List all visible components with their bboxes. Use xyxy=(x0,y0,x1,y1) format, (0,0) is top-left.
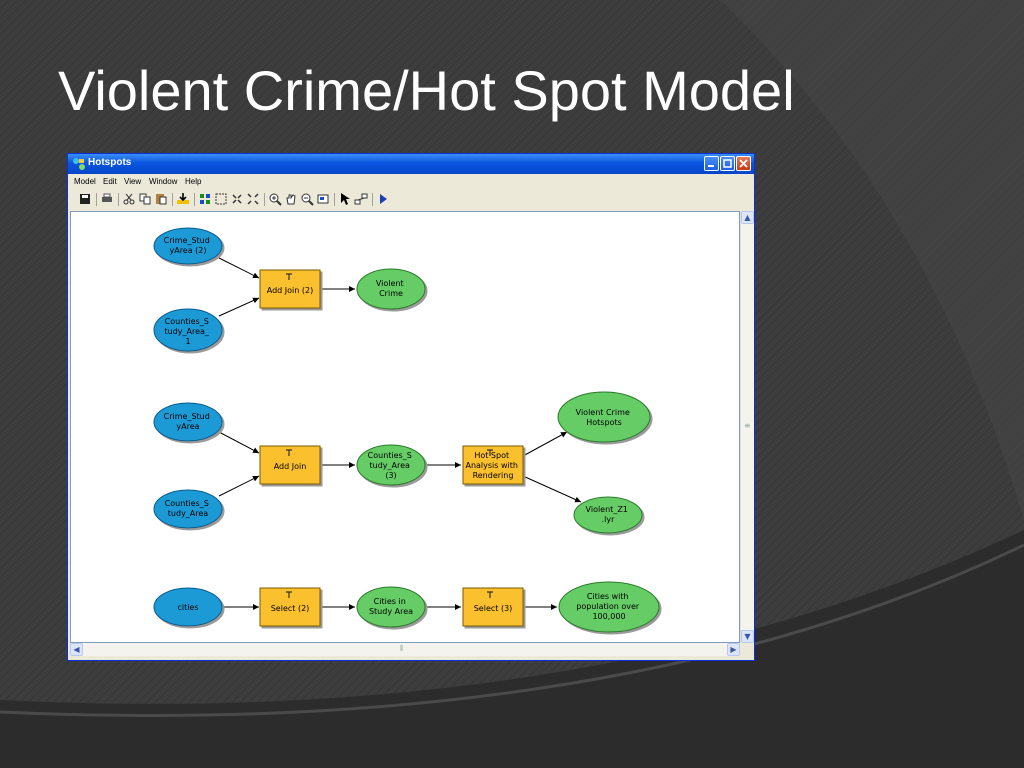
input-node-label: Crime_Stud yArea xyxy=(164,412,213,431)
input-node[interactable] xyxy=(153,489,223,529)
slide-title: Violent Crime/Hot Spot Model xyxy=(58,59,795,122)
scroll-right-button[interactable]: ▶ xyxy=(727,643,740,656)
input-node[interactable] xyxy=(153,227,223,265)
vertical-scrollbar[interactable]: ▲ ≡ ▼ xyxy=(740,211,754,643)
scroll-grip-icon: ≡ xyxy=(744,421,751,430)
menu-view[interactable]: View xyxy=(124,177,142,186)
connector xyxy=(522,431,568,457)
maximize-icon xyxy=(723,159,732,168)
input-node-label: Counties_S tudy_Area xyxy=(165,499,212,518)
tool-node-label: Select (2) xyxy=(271,604,310,613)
output-node-label: Violent Crime Hotspots xyxy=(576,408,633,427)
copy-icon[interactable] xyxy=(138,192,152,206)
output-node[interactable] xyxy=(356,268,426,310)
tool-node[interactable] xyxy=(462,445,524,485)
hammer-icon xyxy=(487,591,493,598)
add-data-icon[interactable] xyxy=(176,192,190,206)
zoom-out-icon[interactable] xyxy=(300,192,314,206)
scroll-grip-icon: ⦀ xyxy=(400,644,404,653)
close-button[interactable] xyxy=(736,156,751,171)
minimize-button[interactable] xyxy=(704,156,719,171)
connector xyxy=(218,475,260,497)
tool-node-label: Hot Spot Analysis with Rendering xyxy=(465,451,520,480)
menu-window[interactable]: Window xyxy=(149,177,178,186)
menu-help[interactable]: Help xyxy=(185,177,202,186)
tool-node[interactable] xyxy=(462,587,524,627)
intermediate-node-label: Counties_S tudy_Area (3) xyxy=(368,451,415,480)
tool-node-label: Add Join (2) xyxy=(267,286,313,295)
connector xyxy=(218,257,260,279)
zoom-in-icon[interactable] xyxy=(268,192,282,206)
connector xyxy=(522,475,582,503)
tool-node-label: Select (3) xyxy=(474,604,513,613)
minimize-icon xyxy=(708,165,714,167)
input-node-label: Counties_S tudy_Area_ 1 xyxy=(165,317,212,346)
tool-node-label: Add Join xyxy=(274,462,307,471)
save-icon[interactable] xyxy=(78,192,92,206)
hotspots-window: Hotspots Model Edit View Window Help xyxy=(67,153,755,661)
horizontal-scrollbar[interactable]: ◀ ⦀ ▶ xyxy=(70,643,740,656)
tool-node[interactable] xyxy=(259,269,321,309)
input-node[interactable] xyxy=(153,308,223,352)
connector xyxy=(218,297,260,317)
intermediate-node-label: Cities in Study Area xyxy=(369,597,413,616)
hammer-icon xyxy=(286,591,292,598)
model-builder-icon xyxy=(73,158,85,170)
auto-layout-icon[interactable] xyxy=(198,192,212,206)
input-node[interactable] xyxy=(153,587,223,627)
scroll-up-button[interactable]: ▲ xyxy=(741,211,754,224)
output-node[interactable] xyxy=(573,496,643,534)
model-canvas[interactable]: Crime_Stud yArea (2) Counties_S tudy_Are… xyxy=(70,211,740,643)
scroll-down-button[interactable]: ▼ xyxy=(741,630,754,643)
model-diagram: Crime_Stud yArea (2) Counties_S tudy_Are… xyxy=(153,227,660,633)
print-icon[interactable] xyxy=(100,192,114,206)
output-node[interactable] xyxy=(558,581,660,633)
menu-model[interactable]: Model xyxy=(74,177,96,186)
window-titlebar[interactable]: Hotspots xyxy=(68,154,754,174)
overview-icon[interactable] xyxy=(316,192,330,206)
pan-icon[interactable] xyxy=(284,192,298,206)
menu-edit[interactable]: Edit xyxy=(103,177,117,186)
input-node-label: cities xyxy=(177,603,198,612)
close-icon xyxy=(739,159,748,168)
paste-icon[interactable] xyxy=(154,192,168,206)
connectors xyxy=(218,257,582,610)
connect-icon[interactable] xyxy=(354,192,368,206)
connector xyxy=(218,431,260,454)
hammer-icon xyxy=(286,273,292,280)
tool-node[interactable] xyxy=(259,587,321,627)
run-icon[interactable] xyxy=(376,192,390,206)
fixed-zoom-in-icon[interactable] xyxy=(230,192,244,206)
output-node[interactable] xyxy=(557,391,651,443)
hammer-icon xyxy=(286,449,292,456)
select-icon[interactable] xyxy=(338,192,352,206)
fixed-zoom-out-icon[interactable] xyxy=(246,192,260,206)
intermediate-node[interactable] xyxy=(356,586,426,628)
input-node[interactable] xyxy=(153,402,223,442)
cut-icon[interactable] xyxy=(122,192,136,206)
output-node-label: Violent_Z1 .lyr xyxy=(586,505,631,524)
menu-bar: Model Edit View Window Help xyxy=(68,175,754,189)
hammer-icon xyxy=(487,449,493,456)
toolbar xyxy=(72,190,672,210)
window-title: Hotspots xyxy=(88,157,132,168)
intermediate-node[interactable] xyxy=(356,444,426,486)
input-node-label: Crime_Stud yArea (2) xyxy=(164,236,213,255)
output-node-label: Violent Crime xyxy=(376,279,406,298)
full-extent-icon[interactable] xyxy=(214,192,228,206)
scroll-left-button[interactable]: ◀ xyxy=(70,643,83,656)
tool-node[interactable] xyxy=(259,445,321,485)
output-node-label: Cities with population over 100,000 xyxy=(576,592,642,621)
maximize-button[interactable] xyxy=(720,156,735,171)
